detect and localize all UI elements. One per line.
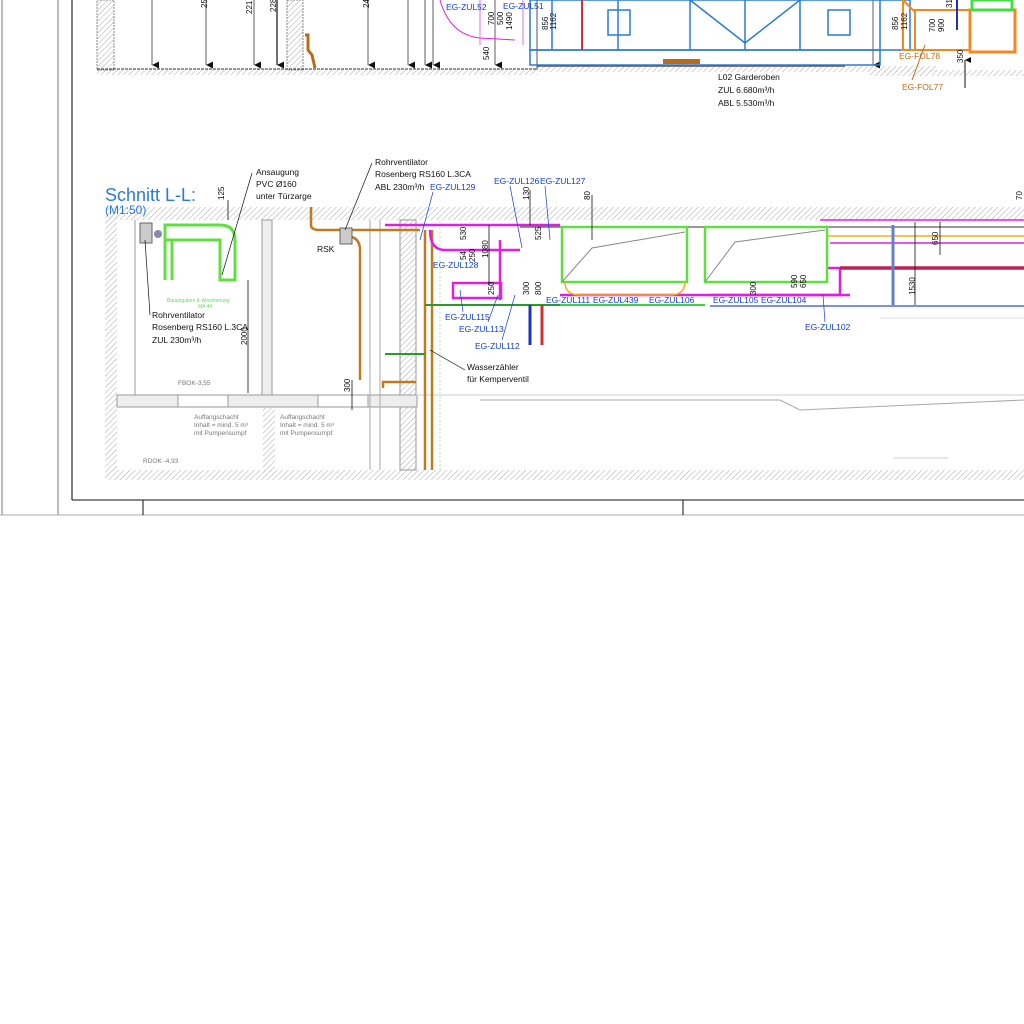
dimension: 500 bbox=[496, 11, 505, 25]
room-airflow-exhaust: ABL 5.530m³/h bbox=[718, 98, 775, 108]
air-handling-unit bbox=[529, 0, 911, 66]
dimension: 70 bbox=[1015, 191, 1024, 200]
dimension: 590 bbox=[790, 274, 799, 288]
fan-right-note-2: Rosenberg RS160 L.3CA bbox=[375, 169, 471, 179]
intake-note-1: Ansaugung bbox=[256, 167, 299, 177]
room-airflow-supply: ZUL 6.680m³/h bbox=[718, 85, 775, 95]
fan-right-note-1: Rohrventilator bbox=[375, 157, 428, 167]
dimension: 24 bbox=[362, 0, 371, 8]
building-note-2: MA 44 bbox=[198, 304, 212, 310]
section-dimensions: 125 2000 300 530 54 250 1080 130 525 80 … bbox=[217, 186, 1024, 392]
shaft-right-note-1: Auffangschacht bbox=[280, 414, 325, 421]
water-meter-note-2: für Kemperventil bbox=[467, 374, 529, 384]
duct-label-zul111: EG-ZUL111 bbox=[546, 295, 590, 305]
shaft-right-note-3: mit Pumpensumpf bbox=[280, 430, 333, 437]
top-section: EG-ZUL52 EG-ZUL51 EG-FOL78 EG-FOL77 25 2… bbox=[96, 0, 1024, 108]
dimension: 650 bbox=[799, 274, 808, 288]
fan-left-note-1: Rohrventilator bbox=[152, 310, 205, 320]
section-scale: (M1:50) bbox=[105, 203, 146, 217]
dimension: 125 bbox=[217, 186, 226, 200]
duct-label: EG-ZUL52 bbox=[446, 2, 487, 12]
dimension: 2217 bbox=[245, 0, 254, 14]
fan-right-note-3: ABL 230m³/h bbox=[375, 182, 425, 192]
rsk-label: RSK bbox=[317, 244, 335, 254]
duct-label-zul112: EG-ZUL112 bbox=[475, 341, 520, 351]
duct-label-zul113: EG-ZUL113 bbox=[459, 324, 504, 334]
fan-icon bbox=[339, 227, 353, 245]
intake-note-3: unter Türzarge bbox=[256, 191, 312, 201]
dimension: 1490 bbox=[505, 12, 514, 30]
shaft-right-note-2: Inhalt = mind. 5 m³ bbox=[280, 422, 335, 429]
dimension: 31 bbox=[945, 0, 954, 8]
duct-label: EG-ZUL51 bbox=[503, 1, 544, 11]
fan-left-note-3: ZUL 230m³/h bbox=[152, 335, 202, 345]
top-dimensions: 25 2217 228 24 700 500 1490 540 856 1162… bbox=[200, 0, 965, 63]
dimension: 300 bbox=[343, 378, 352, 392]
floor-level: FBOK-3,55 bbox=[178, 380, 211, 387]
duct-label: EG-FOL78 bbox=[899, 51, 940, 61]
duct-label-zul126: EG-ZUL126 bbox=[494, 176, 540, 186]
dimension: 130 bbox=[522, 186, 531, 200]
dimension: 1162 bbox=[549, 12, 558, 30]
duct-label-zul106: EG-ZUL106 bbox=[649, 295, 695, 305]
dimension: 54 bbox=[459, 251, 468, 260]
dimension: 525 bbox=[534, 226, 543, 240]
dimension: 228 bbox=[269, 0, 278, 12]
dimension: 250 bbox=[487, 281, 496, 295]
section-title: Schnitt L-L: bbox=[105, 185, 196, 205]
dimension: 300 bbox=[522, 281, 531, 295]
dimension: 800 bbox=[534, 281, 543, 295]
fan-motor-icon bbox=[154, 230, 162, 238]
dimension: 350 bbox=[956, 49, 965, 63]
supply-duct-green bbox=[163, 223, 237, 282]
duct-label-zul115: EG-ZUL115 bbox=[445, 312, 490, 322]
shaft-left-note-3: mit Pumpensumpf bbox=[194, 430, 247, 437]
dimension: 250 bbox=[468, 248, 477, 262]
duct-label-zul129: EG-ZUL129 bbox=[430, 182, 476, 192]
dimension: 700 bbox=[487, 11, 496, 25]
duct-label-zul128: EG-ZUL128 bbox=[433, 260, 479, 270]
fan-left-note-2: Rosenberg RS160 L.3CA bbox=[152, 322, 248, 332]
dimension: 1162 bbox=[900, 12, 909, 30]
dimension: 25 bbox=[200, 0, 209, 8]
dimension: 1080 bbox=[481, 240, 490, 258]
shaft-bottom-level: RDOK -4,93 bbox=[143, 458, 179, 465]
dimension: 80 bbox=[583, 191, 592, 200]
duct-label-zul104: EG-ZUL104 bbox=[761, 295, 807, 305]
duct-label-zul439: EG-ZUL439 bbox=[593, 295, 639, 305]
dimension: 1530 bbox=[908, 277, 917, 295]
drawing-frame bbox=[0, 0, 1024, 516]
shaft-left-note-1: Auffangschacht bbox=[194, 414, 239, 421]
dimension: 300 bbox=[749, 281, 758, 295]
duct-label-zul102: EG-ZUL102 bbox=[805, 322, 851, 332]
dimension: 650 bbox=[931, 231, 940, 245]
fan-icon bbox=[139, 222, 153, 244]
duct-label-zul127: EG-ZUL127 bbox=[540, 176, 586, 186]
dimension: 856 bbox=[891, 16, 900, 30]
shaft-left-note-2: Inhalt = mind. 5 m³ bbox=[194, 422, 249, 429]
silencer bbox=[560, 225, 829, 284]
duct-label: EG-FOL77 bbox=[902, 82, 943, 92]
dimension: 540 bbox=[482, 46, 491, 60]
dimension: 900 bbox=[937, 18, 946, 32]
dimension: 2000 bbox=[240, 327, 249, 345]
intake-note-2: PVC Ø160 bbox=[256, 179, 297, 189]
room-label: L02 Garderoben bbox=[718, 72, 780, 82]
dimension: 700 bbox=[928, 18, 937, 32]
dimension: 856 bbox=[541, 16, 550, 30]
duct-label-zul105: EG-ZUL105 bbox=[713, 295, 759, 305]
dimension: 530 bbox=[459, 226, 468, 240]
building-note-1: Bauangaben lt. Abstimmung bbox=[167, 298, 230, 304]
section-l-l: 125 2000 300 530 54 250 1080 130 525 80 … bbox=[105, 157, 1024, 480]
water-meter-note-1: Wasserzähler bbox=[467, 362, 519, 372]
